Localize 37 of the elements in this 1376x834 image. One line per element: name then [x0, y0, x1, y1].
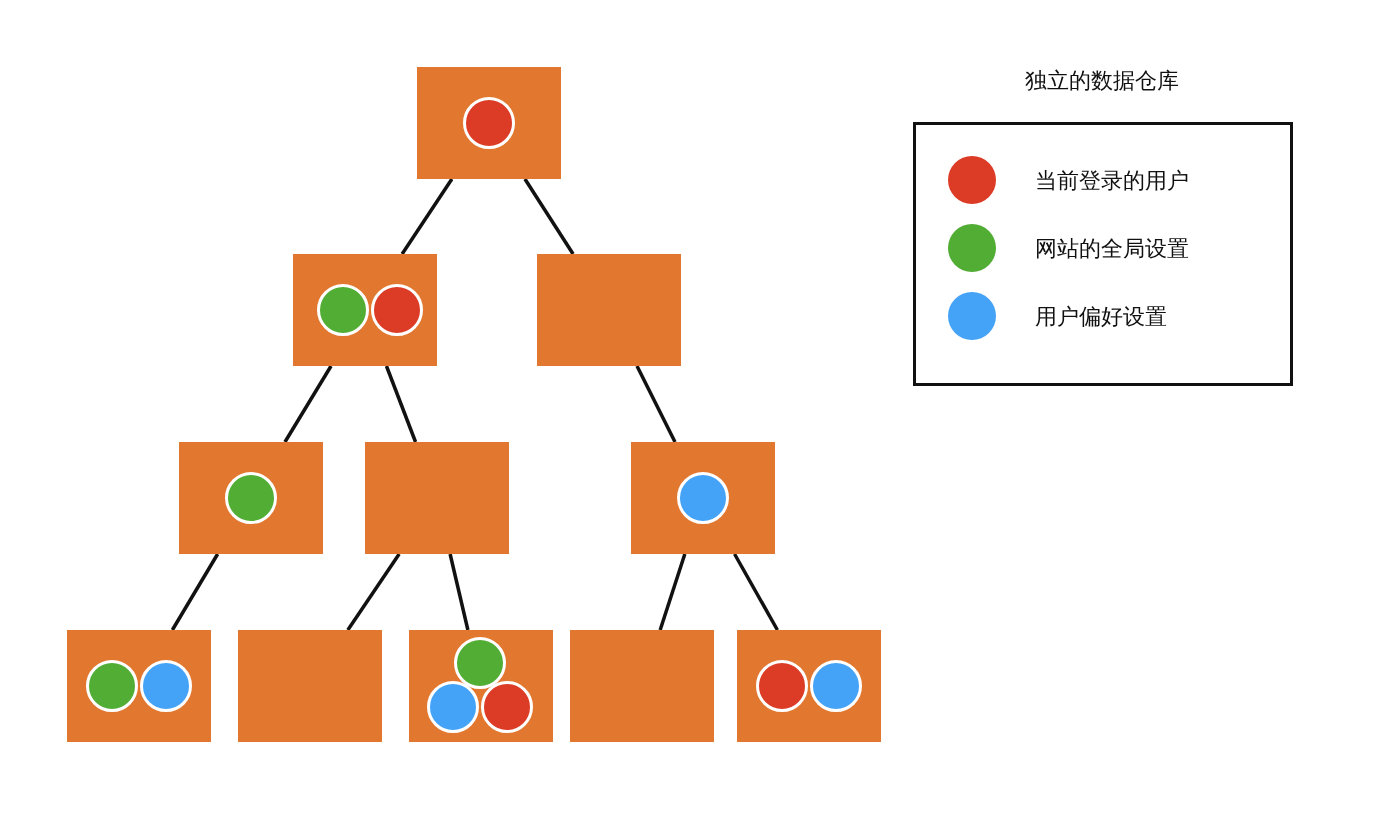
colored-dot [371, 284, 423, 336]
colored-dot [317, 284, 369, 336]
legend-label: 用户偏好设置 [1035, 303, 1167, 331]
colored-dot [225, 472, 277, 524]
colored-dot [677, 472, 729, 524]
colored-dot [454, 637, 506, 689]
colored-dot [810, 660, 862, 712]
square-block [537, 254, 681, 366]
connector-line [448, 553, 470, 631]
connector-line [346, 553, 401, 631]
square-block [365, 442, 509, 554]
connector-line [400, 178, 454, 255]
square-block [631, 442, 775, 554]
connector-line [283, 365, 333, 443]
connector-line [635, 365, 677, 443]
square-block [293, 254, 437, 366]
colored-dot [140, 660, 192, 712]
colored-dot [481, 681, 533, 733]
square-block [417, 67, 561, 179]
square-block [179, 442, 323, 554]
connector-line [170, 553, 220, 631]
connector-line [658, 553, 687, 631]
square-block [238, 630, 382, 742]
legend-label: 网站的全局设置 [1035, 235, 1189, 263]
square-block [737, 630, 881, 742]
connector-line [733, 553, 779, 631]
colored-dot [86, 660, 138, 712]
legend-label: 当前登录的用户 [1035, 167, 1189, 195]
colored-dot [463, 97, 515, 149]
colored-dot [756, 660, 808, 712]
connector-line [384, 365, 418, 443]
colored-dot [427, 681, 479, 733]
legend-title: 独立的数据仓库 [1024, 67, 1180, 95]
square-block [570, 630, 714, 742]
square-block [409, 630, 553, 742]
square-block [67, 630, 211, 742]
connector-line [523, 178, 575, 255]
